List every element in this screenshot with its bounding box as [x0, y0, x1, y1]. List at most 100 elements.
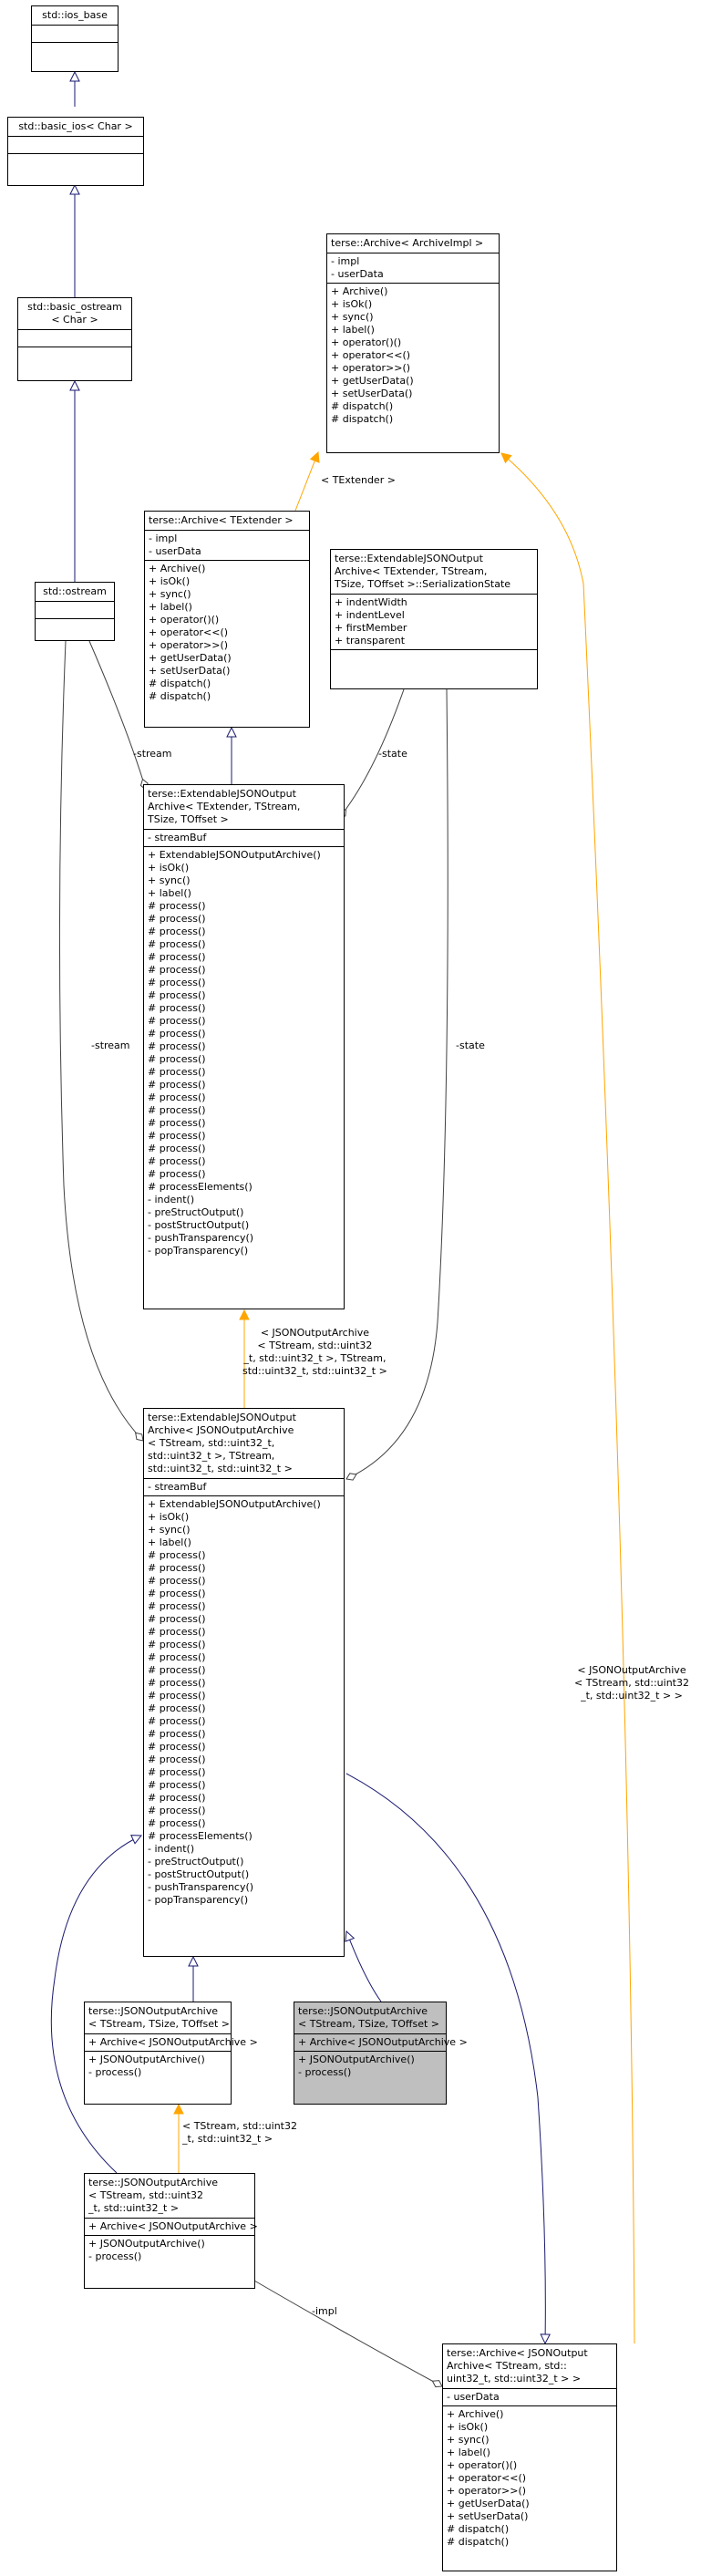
class-operation: + setUserData() — [447, 2510, 529, 2522]
class-operation: # process() — [148, 1639, 206, 1650]
class-operation: # processElements() — [148, 1181, 253, 1193]
class-operation: # process() — [148, 1015, 206, 1027]
class-title-line: std::uint32_t >, TStream, — [148, 1450, 275, 1462]
class-title: terse::Archive< ArchiveImpl > — [327, 234, 499, 253]
class-operation: + getUserData() — [331, 375, 414, 387]
class-title-line: std::ios_base — [42, 9, 108, 21]
class-operation: + sync() — [331, 311, 374, 323]
class-operation: # process() — [148, 1117, 206, 1129]
class-attribute: + transparent — [335, 635, 406, 647]
class-archive-archiveimpl[interactable]: terse::Archive< ArchiveImpl >- impl- use… — [326, 233, 500, 453]
class-operation: # process() — [148, 989, 206, 1001]
class-attributes — [8, 136, 143, 153]
label-stream-1: -stream — [133, 748, 172, 760]
class-operation: # process() — [148, 900, 206, 912]
class-json-output-instance[interactable]: terse::JSONOutputArchive< TStream, std::… — [84, 2173, 258, 2289]
class-operation: + operator()() — [149, 614, 220, 626]
class-operation: # process() — [148, 1588, 206, 1599]
class-json-output-template[interactable]: terse::JSONOutputArchive< TStream, TSize… — [84, 2002, 258, 2105]
class-operation: # process() — [148, 1766, 206, 1778]
class-operation: - preStructOutput() — [148, 1206, 244, 1218]
class-json-output-focus[interactable]: terse::JSONOutputArchive< TStream, TSize… — [294, 2002, 468, 2105]
class-operation: + operator<<() — [447, 2472, 527, 2484]
class-title-line: terse::JSONOutputArchive — [298, 2005, 428, 2017]
class-attribute: - impl — [149, 533, 178, 544]
class-title-line: Archive< TExtender, TStream, — [335, 565, 488, 577]
class-operations: + ExtendableJSONOutputArchive()+ isOk()+… — [144, 846, 344, 1309]
edge-json-inst-impl-archive-json — [236, 2270, 443, 2388]
class-std-basic-ostream[interactable]: std::basic_ostream< Char > — [17, 297, 132, 381]
class-title: terse::JSONOutputArchive< TStream, TSize… — [85, 2002, 231, 2033]
class-operations — [36, 618, 114, 640]
class-attributes: + Archive< JSONOutputArchive > — [85, 2218, 258, 2235]
class-attribute: - userData — [149, 545, 201, 557]
label-line: < TStream, std::uint32 — [182, 2120, 297, 2132]
class-title: terse::JSONOutputArchive< TStream, TSize… — [294, 2002, 446, 2033]
class-operation: # process() — [148, 1549, 206, 1561]
class-operation: + operator()() — [447, 2459, 518, 2471]
class-operation: # process() — [148, 1690, 206, 1702]
class-operation: # process() — [148, 1562, 206, 1574]
edge-ostream-stream-ext-template — [88, 640, 149, 791]
class-operation: + label() — [148, 1536, 191, 1548]
class-title-line: terse::Archive< TExtender > — [149, 514, 294, 526]
class-title-line: std::uint32_t, std::uint32_t > — [148, 1463, 293, 1474]
class-operation: # process() — [148, 913, 206, 925]
class-operation: + label() — [149, 601, 192, 613]
class-std-ostream[interactable]: std::ostream — [35, 582, 115, 641]
class-operation: + setUserData() — [149, 665, 231, 677]
label-line: _t, std::uint32_t > > — [581, 1690, 683, 1702]
class-operations: + Archive()+ isOk()+ sync()+ label()+ op… — [327, 283, 499, 452]
edge-archive-json-binding — [501, 453, 635, 2344]
class-operation: # process() — [148, 1130, 206, 1142]
label-textender: < TExtender > — [321, 474, 396, 486]
class-operation: - pushTransparency() — [148, 1232, 254, 1244]
class-operation: + ExtendableJSONOutputArchive() — [148, 849, 321, 861]
class-operation: # process() — [148, 1002, 206, 1014]
class-std-ios-base[interactable]: std::ios_base — [31, 5, 119, 72]
class-operation: + ExtendableJSONOutputArchive() — [148, 1498, 321, 1510]
class-operation: # dispatch() — [149, 678, 211, 689]
edge-state-ext-inst — [345, 688, 448, 1481]
class-operation: # process() — [148, 1677, 206, 1689]
class-operation: - process() — [88, 2066, 142, 2078]
class-operations: + Archive()+ isOk()+ sync()+ label()+ op… — [443, 2405, 616, 2571]
class-operation: + operator<<() — [149, 626, 229, 638]
class-operations: + JSONOutputArchive()- process() — [85, 2051, 231, 2104]
class-title: std::basic_ios< Char > — [8, 118, 143, 136]
class-operation: # process() — [148, 964, 206, 976]
class-attribute: - userData — [447, 2391, 500, 2403]
class-std-basic-ios[interactable]: std::basic_ios< Char > — [7, 117, 144, 186]
class-archive-textender[interactable]: terse::Archive< TExtender >- impl- userD… — [144, 511, 310, 728]
class-operation: # process() — [148, 1728, 206, 1740]
class-title-line: std::basic_ios< Char > — [18, 120, 133, 132]
class-operation: # process() — [148, 1805, 206, 1816]
class-operation: # process() — [148, 938, 206, 950]
label-line: < TStream, std::uint32 — [257, 1340, 373, 1351]
class-attribute: + Archive< JSONOutputArchive > — [298, 2036, 468, 2048]
class-title-line: terse::ExtendableJSONOutput — [335, 553, 483, 564]
class-operation: - postStructOutput() — [148, 1868, 250, 1880]
class-title-line: TSize, TOffset > — [148, 813, 229, 825]
class-attribute: - userData — [331, 268, 384, 280]
edge-state-ext-template — [338, 688, 405, 819]
class-attributes: - streamBuf — [144, 1478, 344, 1495]
class-operation: + isOk() — [331, 298, 373, 310]
class-operation: # process() — [148, 1754, 206, 1765]
class-operation: # process() — [148, 1792, 206, 1804]
class-operation: - pushTransparency() — [148, 1881, 254, 1893]
class-operations — [32, 42, 118, 71]
class-operations — [8, 153, 143, 185]
class-operations: + JSONOutputArchive()- process() — [85, 2235, 254, 2288]
class-title-line: Archive< JSONOutputArchive — [148, 1424, 294, 1436]
class-title-line: < Char > — [51, 314, 98, 326]
class-title-line: Archive< TExtender, TStream, — [148, 801, 301, 812]
label-ext-binding: < JSONOutputArchive< TStream, std::uint3… — [242, 1327, 387, 1378]
